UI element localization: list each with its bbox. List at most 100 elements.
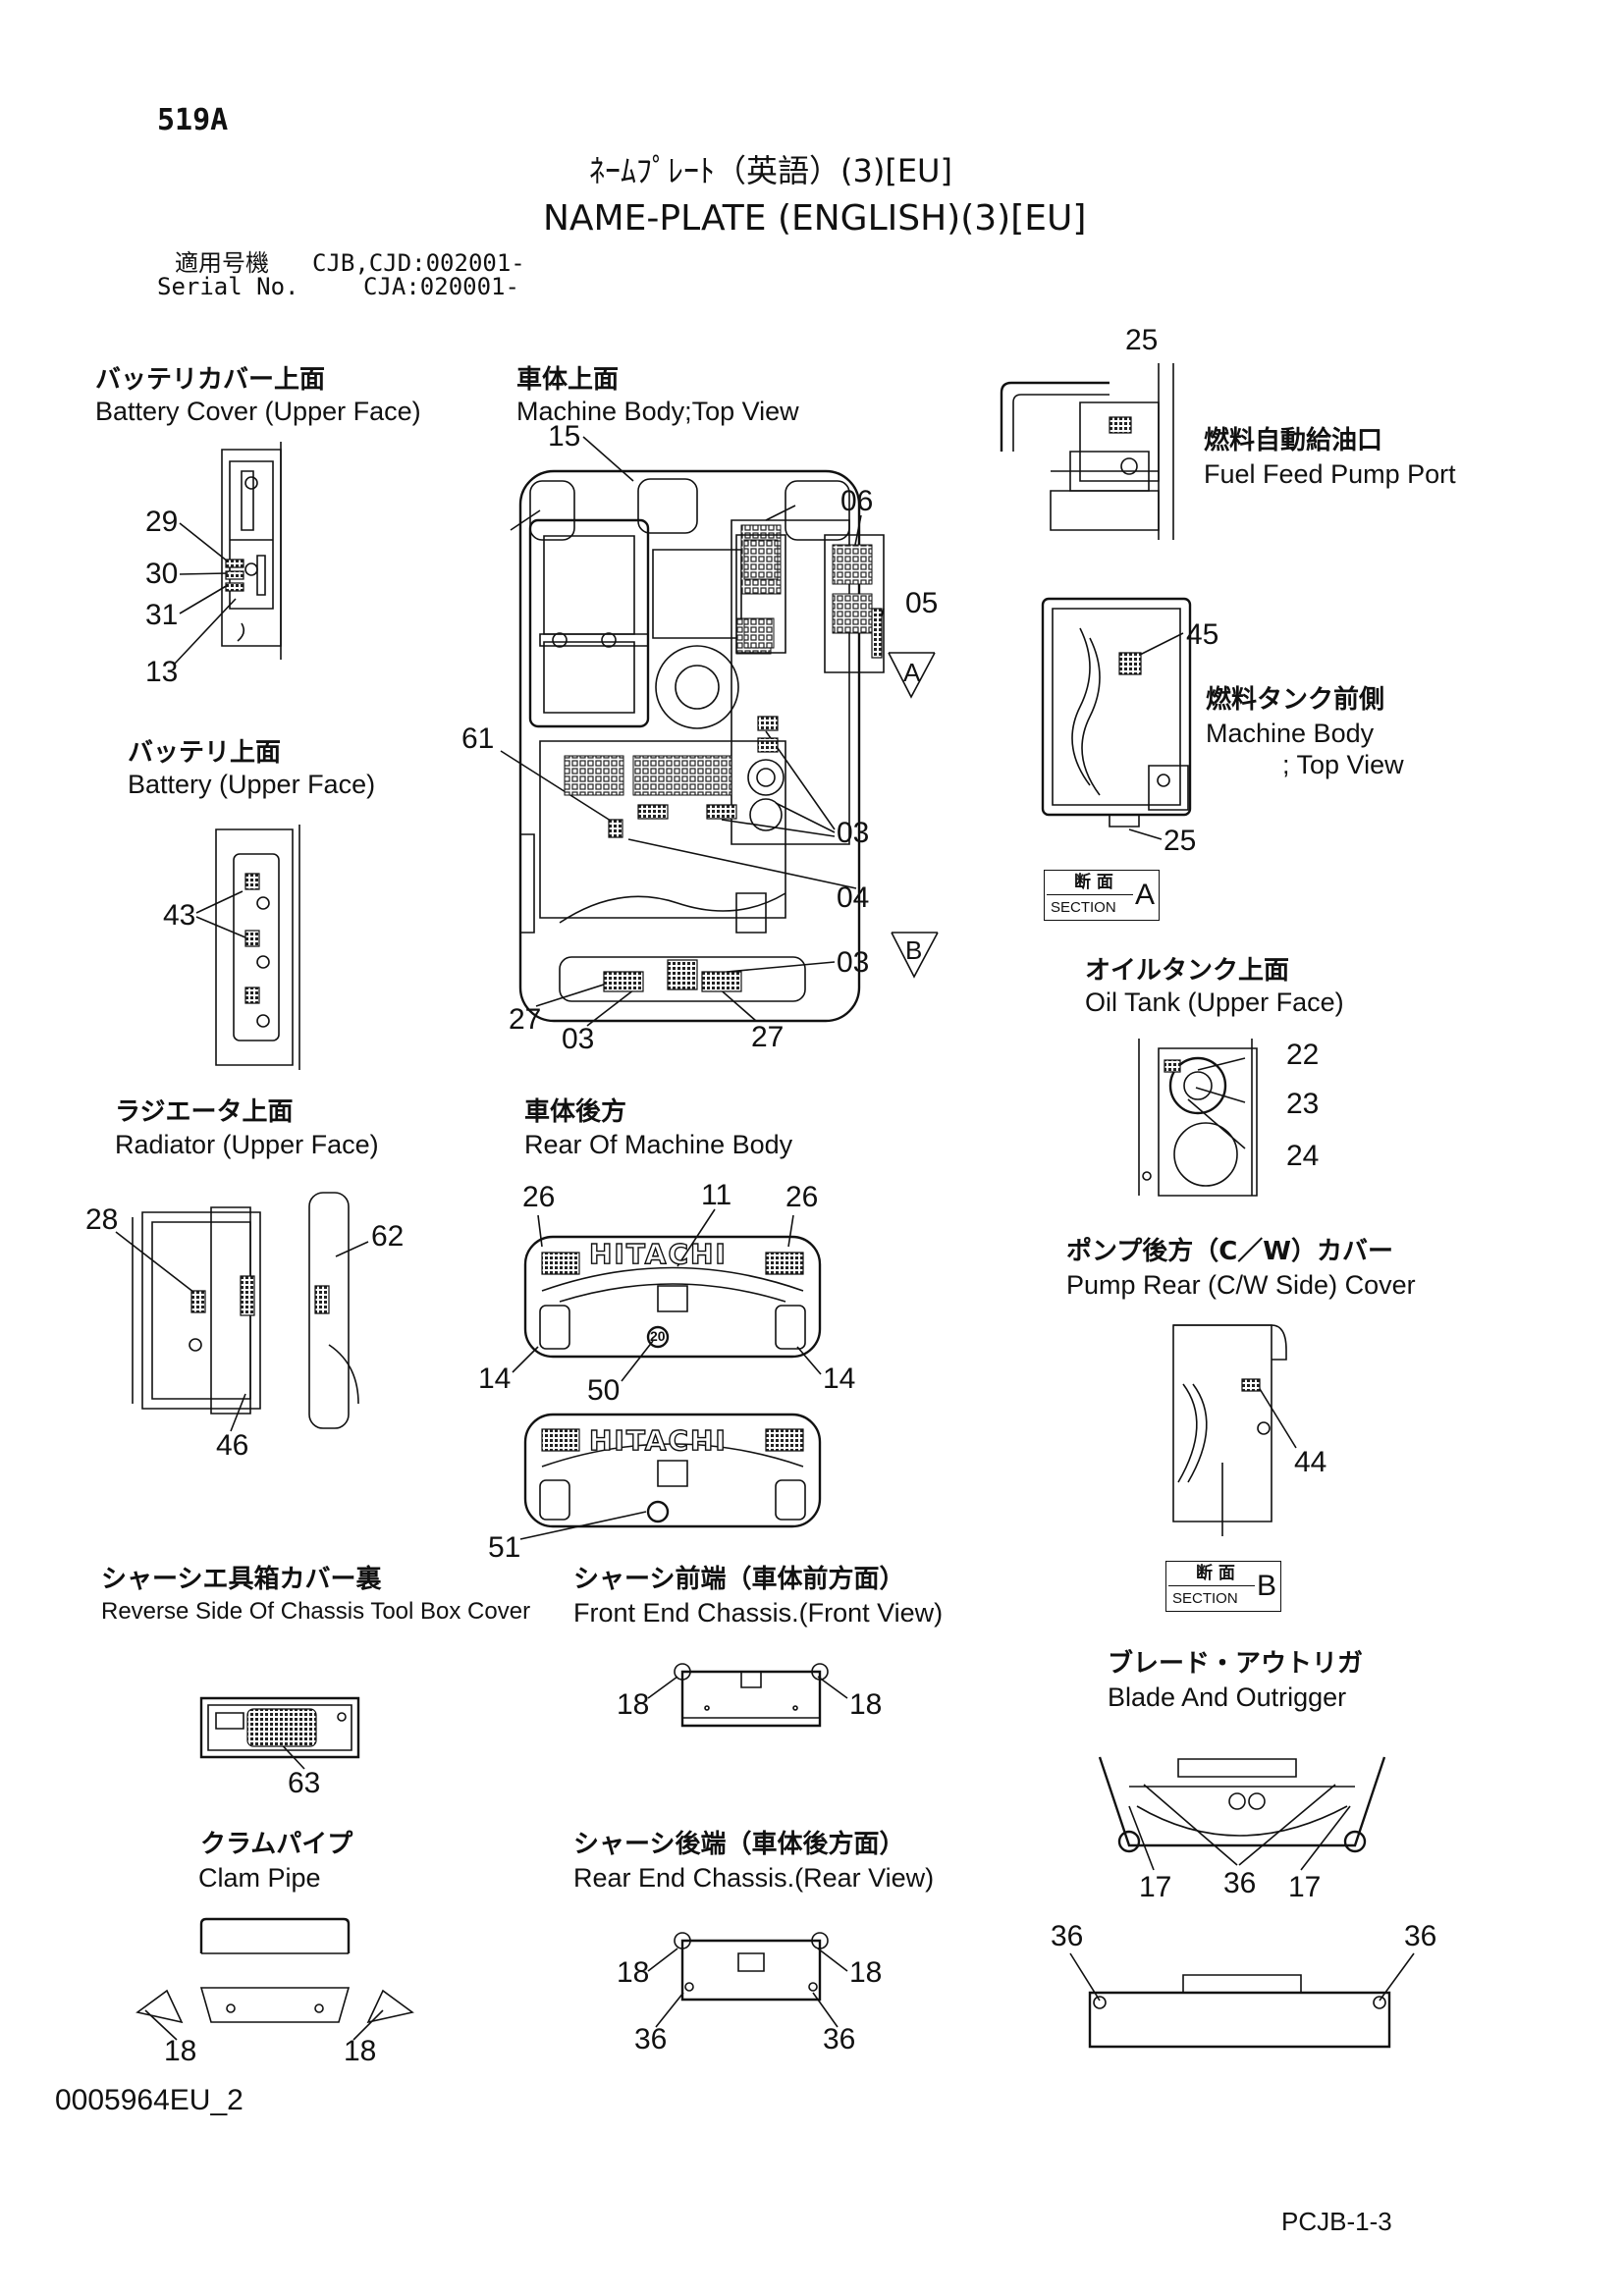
callout-13: 13 [145, 656, 179, 688]
callout-26-left: 26 [522, 1181, 556, 1213]
rear-chassis-drawing [668, 1926, 835, 2004]
label-machine-body-jp: 車体上面 [516, 365, 620, 395]
fuel-tank-drawing [1031, 589, 1208, 825]
title-en: NAME-PLATE (ENGLISH)(3)[EU] [543, 198, 1087, 239]
callout-45: 45 [1186, 618, 1219, 651]
clam-pipe-drawing [128, 1914, 432, 2032]
doc-id: 0005964EU_2 [55, 2084, 244, 2116]
callout-28: 28 [85, 1203, 119, 1236]
callout-25-top: 25 [1125, 324, 1159, 356]
label-pump-rear-en: Pump Rear (C/W Side) Cover [1066, 1270, 1416, 1300]
view-arrow-b [887, 928, 946, 987]
serial-label-jp: 適用号機 [175, 249, 269, 277]
label-front-chassis-jp: シャーシ前端（車体前方面） [573, 1565, 905, 1594]
callout-05: 05 [905, 587, 939, 619]
callout-30: 30 [145, 558, 179, 590]
front-chassis-drawing [668, 1657, 835, 1731]
label-fuel-tank-en1: Machine Body [1206, 719, 1375, 748]
label-oil-tank-en: Oil Tank (Upper Face) [1085, 988, 1344, 1017]
label-blade-jp: ブレード・アウトリガ [1108, 1649, 1364, 1679]
callout-18-clam-left: 18 [164, 2035, 197, 2067]
callout-18-front-left: 18 [617, 1688, 650, 1721]
section-a-en: SECTION [1051, 899, 1116, 916]
radiator-drawing [133, 1188, 368, 1443]
section-b-jp: 断 面 [1196, 1564, 1235, 1583]
callout-36-rear-right: 36 [823, 2023, 856, 2056]
section-b-en: SECTION [1172, 1590, 1238, 1607]
callout-62: 62 [371, 1220, 405, 1253]
tool-box-drawing [196, 1693, 363, 1762]
label-oil-tank-jp: オイルタンク上面 [1085, 956, 1290, 986]
label-rear-body-en: Rear Of Machine Body [524, 1130, 793, 1159]
callout-23: 23 [1286, 1088, 1320, 1120]
badge-20: 20 [650, 1328, 666, 1344]
callout-61: 61 [461, 722, 495, 755]
callout-26-right: 26 [785, 1181, 819, 1213]
label-pump-rear-jp: ポンプ後方（C／W）カバー [1066, 1237, 1393, 1266]
callout-63: 63 [288, 1767, 321, 1799]
callout-14-right: 14 [823, 1362, 856, 1395]
callout-04: 04 [837, 881, 870, 914]
label-clam-pipe-jp: クラムパイプ [200, 1830, 353, 1859]
callout-44: 44 [1294, 1446, 1327, 1478]
brand-logo-2: HITACHI [588, 1424, 728, 1457]
label-battery-upper-en: Battery (Upper Face) [128, 770, 376, 799]
callout-43: 43 [163, 899, 196, 932]
label-fuel-tank-en2: ; Top View [1282, 750, 1404, 779]
callout-31: 31 [145, 599, 179, 631]
view-arrow-b-label: B [905, 935, 923, 965]
callout-03-right: 03 [837, 946, 870, 979]
label-rear-chassis-en: Rear End Chassis.(Rear View) [573, 1863, 935, 1893]
brand-logo-1: HITACHI [588, 1238, 728, 1270]
callout-17-right: 17 [1288, 1871, 1322, 1903]
callout-03-upper: 03 [837, 817, 870, 849]
callout-18-front-right: 18 [849, 1688, 883, 1721]
label-radiator-jp: ラジエータ上面 [115, 1097, 294, 1127]
view-arrow-a [884, 648, 943, 707]
label-clam-pipe-en: Clam Pipe [198, 1863, 321, 1893]
callout-50: 50 [587, 1374, 621, 1407]
label-fuel-feed-en: Fuel Feed Pump Port [1204, 459, 1456, 489]
rear-body-drawing-1 [520, 1227, 825, 1364]
callout-27-right: 27 [751, 1021, 785, 1053]
callout-06: 06 [840, 485, 874, 517]
callout-14-left: 14 [478, 1362, 512, 1395]
label-front-chassis-en: Front End Chassis.(Front View) [573, 1598, 944, 1628]
label-radiator-en: Radiator (Upper Face) [115, 1130, 379, 1159]
battery-upper-drawing [206, 825, 314, 1070]
callout-17-left: 17 [1139, 1871, 1172, 1903]
oil-tank-drawing [1129, 1039, 1267, 1205]
callout-25-lower: 25 [1164, 825, 1197, 857]
callout-24: 24 [1286, 1140, 1320, 1172]
machine-body-top-drawing [501, 461, 913, 1041]
label-blade-en: Blade And Outrigger [1108, 1682, 1347, 1712]
label-machine-body-en: Machine Body;Top View [516, 397, 799, 426]
callout-18-clam-right: 18 [344, 2035, 377, 2067]
battery-cover-drawing [147, 432, 304, 667]
label-battery-upper-jp: バッテリ上面 [128, 738, 282, 768]
callout-46: 46 [216, 1429, 249, 1462]
section-b-mark: 断 面 SECTION B [1165, 1561, 1281, 1612]
callout-36-lower-right: 36 [1404, 1920, 1437, 1952]
fuel-feed-drawing [992, 363, 1188, 540]
serial-value-1: CJB,CJD:002001- [312, 249, 525, 277]
label-rear-body-jp: 車体後方 [524, 1097, 627, 1127]
page-code: 519A [157, 103, 229, 137]
callout-29: 29 [145, 506, 179, 538]
callout-18-rear-right: 18 [849, 1956, 883, 1989]
callout-36-blade: 36 [1223, 1867, 1257, 1899]
label-tool-box-en: Reverse Side Of Chassis Tool Box Cover [101, 1598, 531, 1625]
callout-03-bottom: 03 [562, 1023, 595, 1055]
callout-36-lower-left: 36 [1051, 1920, 1084, 1952]
label-battery-cover-en: Battery Cover (Upper Face) [95, 397, 421, 426]
body-detail-drawing [727, 501, 903, 677]
callout-18-rear-left: 18 [617, 1956, 650, 1989]
section-b-letter: B [1257, 1570, 1277, 1602]
callout-15: 15 [548, 420, 581, 453]
label-battery-cover-jp: バッテリカバー上面 [95, 365, 326, 395]
section-a-mark: 断 面 SECTION A [1044, 870, 1160, 921]
serial-label-en: Serial No. [157, 273, 299, 300]
serial-value-2: CJA:020001- [363, 273, 519, 300]
page-ref: PCJB-1-3 [1281, 2207, 1392, 2236]
